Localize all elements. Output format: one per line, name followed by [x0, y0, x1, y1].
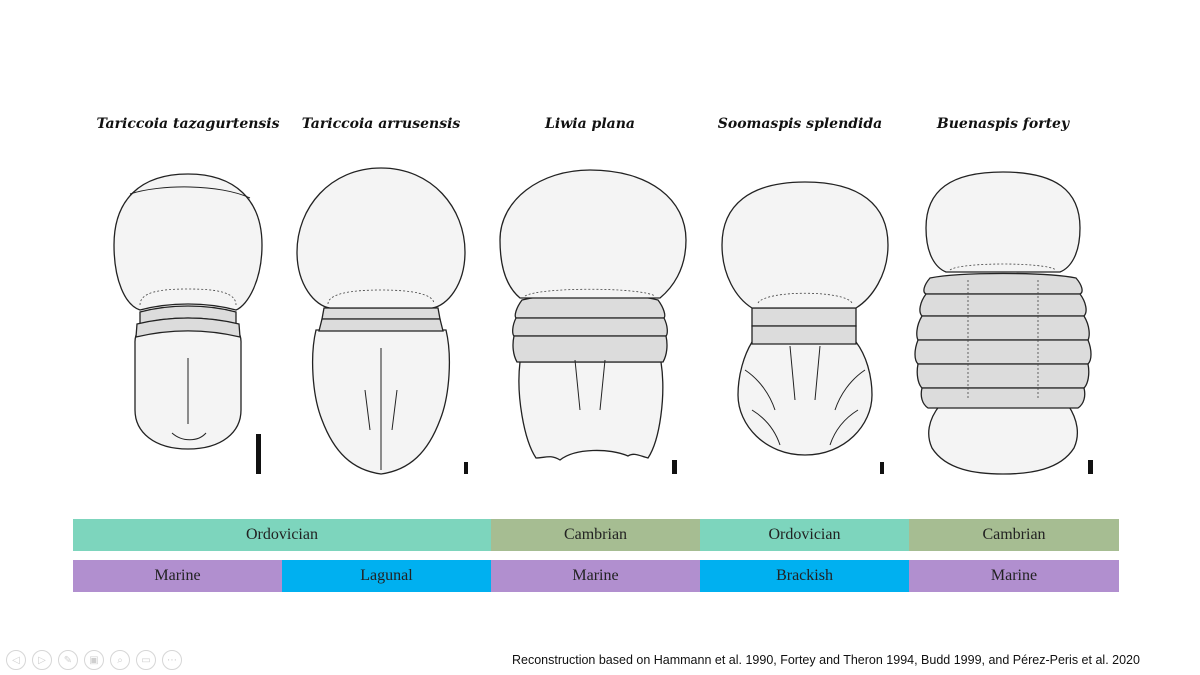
period-label: Ordovician: [246, 526, 318, 543]
period-label: Ordovician: [768, 526, 841, 543]
environment-bar-brackish: Brackish: [700, 560, 909, 592]
reconstruction-caption: Reconstruction based on Hammann et al. 1…: [512, 653, 1140, 667]
period-label: Cambrian: [563, 526, 628, 543]
environment-bar-lagunal: Lagunal: [282, 560, 491, 592]
environment-label: Marine: [572, 567, 619, 584]
taxon-title-soomaspis-splendida: Soomaspis splendida: [717, 116, 883, 132]
specimen-liwia-plana: [499, 169, 687, 474]
pen-icon[interactable]: ✎: [58, 650, 78, 670]
specimen-tariccoia-arrusensis: [296, 167, 468, 475]
environment-label: Marine: [154, 567, 201, 584]
period-bar-cambrian: Cambrian: [909, 519, 1119, 551]
environment-bar-marine: Marine: [909, 560, 1119, 592]
environment-label: Brackish: [776, 567, 833, 584]
scale-bar: [464, 462, 468, 474]
scale-bar: [256, 434, 261, 474]
environment-label: Marine: [990, 567, 1038, 584]
environment-label: Lagunal: [360, 567, 413, 584]
period-label: Cambrian: [982, 526, 1046, 543]
previous-icon[interactable]: ◁: [6, 650, 26, 670]
specimen-soomaspis-splendida: [721, 181, 889, 474]
taxon-title-liwia-plana: Liwia plana: [545, 116, 635, 132]
specimen-tariccoia-tazagurtensis: [113, 173, 263, 474]
period-bar-ordovician: Ordovician: [73, 519, 491, 551]
environment-bar-marine: Marine: [491, 560, 700, 592]
zoom-icon[interactable]: ⌕: [110, 650, 130, 670]
specimen-buenaspis-fortey: [914, 171, 1093, 475]
scale-bar: [880, 462, 884, 474]
period-bar-cambrian: Cambrian: [491, 519, 700, 551]
scale-bar: [1088, 460, 1093, 474]
slides-icon[interactable]: ▣: [84, 650, 104, 670]
taxon-title-tariccoia-tazagurtensis: Tariccoia tazagurtensis: [96, 116, 280, 132]
subtitles-icon[interactable]: ▭: [136, 650, 156, 670]
scale-bar: [672, 460, 677, 474]
period-bar-ordovician: Ordovician: [700, 519, 909, 551]
environment-bar-marine: Marine: [73, 560, 282, 592]
more-icon[interactable]: ⋯: [162, 650, 182, 670]
taxon-title-buenaspis-fortey: Buenaspis fortey: [936, 116, 1070, 132]
next-icon[interactable]: ▷: [32, 650, 52, 670]
taxon-title-tariccoia-arrusensis: Tariccoia arrusensis: [301, 116, 461, 132]
slideshow-controls: ◁ ▷ ✎ ▣ ⌕ ▭ ⋯: [6, 650, 182, 670]
